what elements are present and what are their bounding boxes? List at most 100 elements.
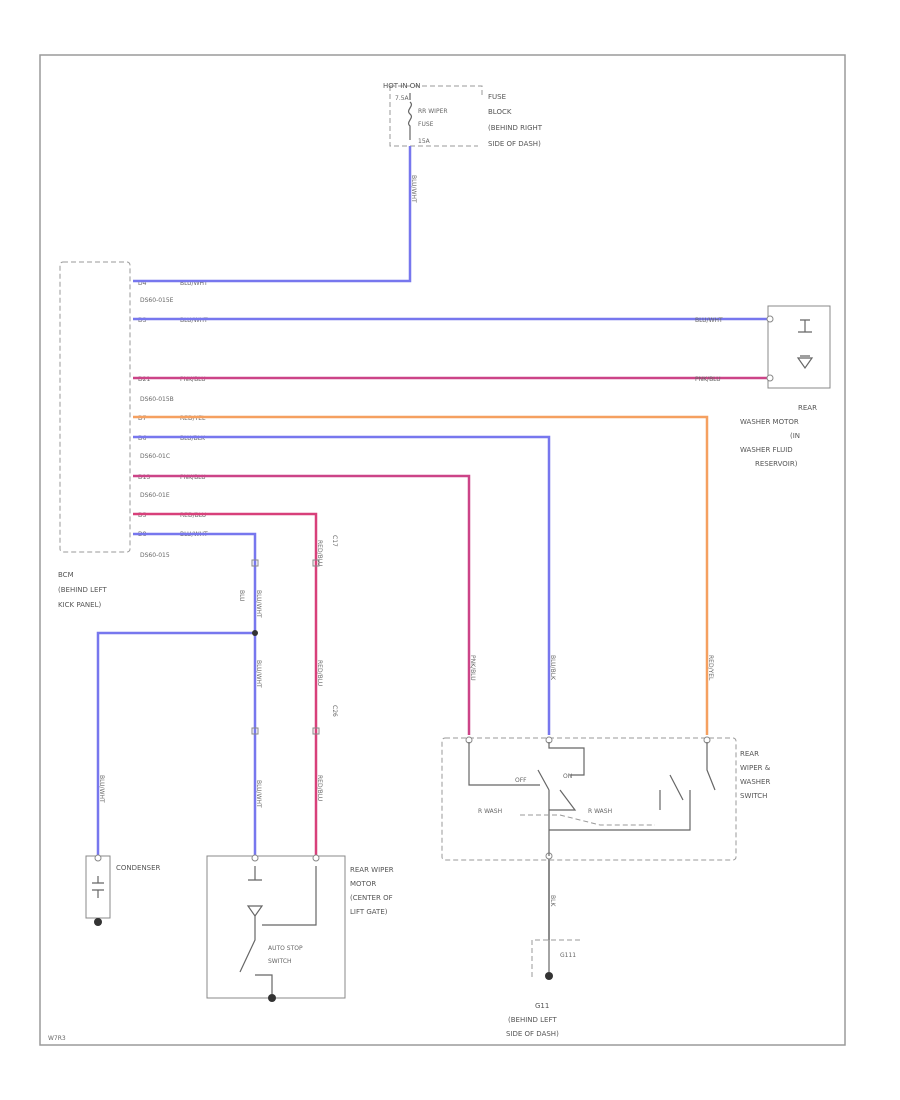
rect bbox=[312, 559, 320, 567]
bcm-wire-3: RED/YEL bbox=[180, 415, 206, 422]
wire-d5-red bbox=[133, 512, 318, 855]
wiper-desc-0: REAR WIPER bbox=[350, 866, 394, 874]
circle bbox=[94, 854, 102, 862]
rear-wiper-motor: AUTO STOP SWITCH REAR WIPER MOTOR (CENTE… bbox=[206, 854, 394, 1002]
switch-contacts-c bbox=[659, 774, 684, 810]
motor-symbol-bottom bbox=[796, 355, 814, 370]
switch-on: ON bbox=[563, 773, 572, 780]
wire-condenser bbox=[96, 631, 255, 855]
wire-fuse-to-d4 bbox=[133, 146, 412, 283]
diagram-frame bbox=[39, 54, 846, 1046]
fuse-desc-2: (BEHIND RIGHT bbox=[488, 124, 543, 132]
washer-desc-4: RESERVOIR) bbox=[755, 460, 798, 468]
fuse-desc-0: FUSE bbox=[488, 93, 506, 101]
rect bbox=[312, 727, 320, 735]
ground-connector-box bbox=[531, 939, 580, 978]
switch-desc-2: WASHER bbox=[740, 778, 770, 786]
fuse-line-2: FUSE bbox=[418, 121, 434, 128]
vwire-wiper-lower: BLU/WHT bbox=[255, 780, 262, 808]
bcm-module: BCM (BEHIND LEFT KICK PANEL) bbox=[58, 261, 131, 609]
wiper-desc-3: LIFT GATE) bbox=[350, 908, 388, 916]
wires bbox=[96, 146, 770, 940]
switch-desc-1: WIPER & bbox=[740, 764, 771, 772]
switch-off: OFF bbox=[515, 777, 527, 784]
switch-desc-0: REAR bbox=[740, 750, 759, 758]
fuse-hot-label: HOT IN ON bbox=[383, 82, 421, 90]
circle bbox=[766, 315, 774, 323]
condenser-ground bbox=[94, 918, 102, 926]
bcm-conn-0: DS60-015E bbox=[140, 297, 174, 304]
condenser-symbol bbox=[92, 876, 104, 898]
bcm-pin-6: D5 bbox=[138, 512, 147, 519]
ground-symbol bbox=[545, 972, 553, 980]
bcm-pin-0: D4 bbox=[138, 280, 147, 287]
bcm-conn-5: DS60-01E bbox=[140, 492, 170, 499]
bcm-wire-6: RED/BLU bbox=[180, 512, 206, 519]
conn-c3: BLU bbox=[238, 590, 245, 602]
ground-label: G11 bbox=[535, 1002, 549, 1010]
conn-c2: C26 bbox=[331, 705, 338, 717]
bcm-conn-7: DS60-015 bbox=[140, 552, 170, 559]
footer-code: W7R3 bbox=[48, 1035, 66, 1042]
wire-d13-pink bbox=[133, 474, 471, 735]
vwire-red-mid: RED/BLU bbox=[316, 660, 323, 686]
conn-c1: C17 bbox=[331, 535, 338, 547]
bcm-pin-labels: D4 BLU/WHT DS60-015E D3 BLU/WHT D21 PNK/… bbox=[138, 280, 208, 559]
vwire-red-top: RED/BLU bbox=[316, 540, 323, 566]
vwire-splice-top: BLU/WHT bbox=[255, 590, 262, 618]
fuse-symbol bbox=[407, 93, 413, 140]
bcm-pin-1: D3 bbox=[138, 317, 147, 324]
bcm-wire-5: PNK/BLU bbox=[180, 474, 206, 481]
vwire-splice-mid: BLU/WHT bbox=[255, 660, 262, 688]
fuse-line-0: 7.5A bbox=[395, 95, 410, 102]
wiper-motor-wiring bbox=[239, 866, 317, 994]
wire-d6-blue bbox=[133, 435, 551, 735]
vwire-fuse-feed: BLU/WHT bbox=[410, 175, 417, 203]
bcm-conn-2: DS60-015B bbox=[140, 396, 174, 403]
switch-left: R WASH bbox=[478, 808, 502, 815]
wiper-washer-switch: OFF ON R WASH R WASH REAR WIPER & WASHER… bbox=[441, 736, 771, 861]
vwire-orange-sw: RED/YEL bbox=[707, 655, 714, 681]
switch-wires-a bbox=[468, 742, 585, 786]
rect bbox=[251, 559, 259, 567]
ground-desc-0: (BEHIND LEFT bbox=[508, 1016, 557, 1024]
bcm-pin-4: D6 bbox=[138, 435, 147, 442]
bcm-pin-5: D13 bbox=[138, 474, 150, 481]
auto-stop-0: AUTO STOP bbox=[268, 945, 303, 952]
vwire-blue-sw: BLU/BLK bbox=[549, 655, 556, 681]
washer-desc-0: REAR bbox=[798, 404, 817, 412]
condenser-label: CONDENSER bbox=[116, 864, 161, 872]
circle bbox=[766, 374, 774, 382]
bcm-desc-1: (BEHIND LEFT bbox=[58, 586, 107, 594]
washer-desc-1: WASHER MOTOR bbox=[740, 418, 799, 426]
switch-desc-3: SWITCH bbox=[740, 792, 767, 800]
washer-desc-2: (IN bbox=[790, 432, 800, 440]
ground-g11: G111 G11 (BEHIND LEFT SIDE OF DASH) bbox=[506, 939, 580, 1038]
washer-wire-top: BLU/WHT bbox=[695, 317, 723, 324]
condenser: CONDENSER bbox=[85, 854, 161, 926]
bcm-pin-3: D7 bbox=[138, 415, 147, 422]
connector-markers: BLU/WHT BLU/WHT BLU/WHT BLU/WHT BLU/WHT … bbox=[98, 175, 714, 907]
switch-right: R WASH bbox=[588, 808, 612, 815]
washer-wire-bottom: PNK/BLU bbox=[695, 376, 721, 383]
vwire-ground: BLK bbox=[549, 895, 556, 907]
splice-dot bbox=[252, 630, 258, 636]
switch-link bbox=[520, 814, 655, 826]
wire-d8-blue bbox=[133, 532, 257, 855]
fuse-block: HOT IN ON RR WIPER FUSE 15A 7.5A FUSE BL… bbox=[383, 82, 543, 148]
wiper-desc-2: (CENTER OF bbox=[350, 894, 393, 902]
fuse-line-3: 15A bbox=[418, 138, 431, 145]
wire-d7-orange bbox=[133, 415, 709, 735]
vwire-condenser: BLU/WHT bbox=[98, 775, 105, 803]
rear-washer-motor: BLU/WHT PNK/BLU REAR WASHER MOTOR (IN WA… bbox=[695, 305, 831, 468]
bcm-desc-2: KICK PANEL) bbox=[58, 601, 101, 609]
wiper-motor-ground bbox=[268, 994, 276, 1002]
wiper-motor-symbol bbox=[246, 905, 264, 918]
ground-desc-1: SIDE OF DASH) bbox=[506, 1030, 559, 1038]
wiper-desc-1: MOTOR bbox=[350, 880, 376, 888]
washer-desc-3: WASHER FLUID bbox=[740, 446, 793, 454]
circle bbox=[312, 854, 320, 862]
vwire-pink-sw: PNK/BLU bbox=[469, 655, 476, 681]
bcm-wire-1: BLU/WHT bbox=[180, 317, 208, 324]
